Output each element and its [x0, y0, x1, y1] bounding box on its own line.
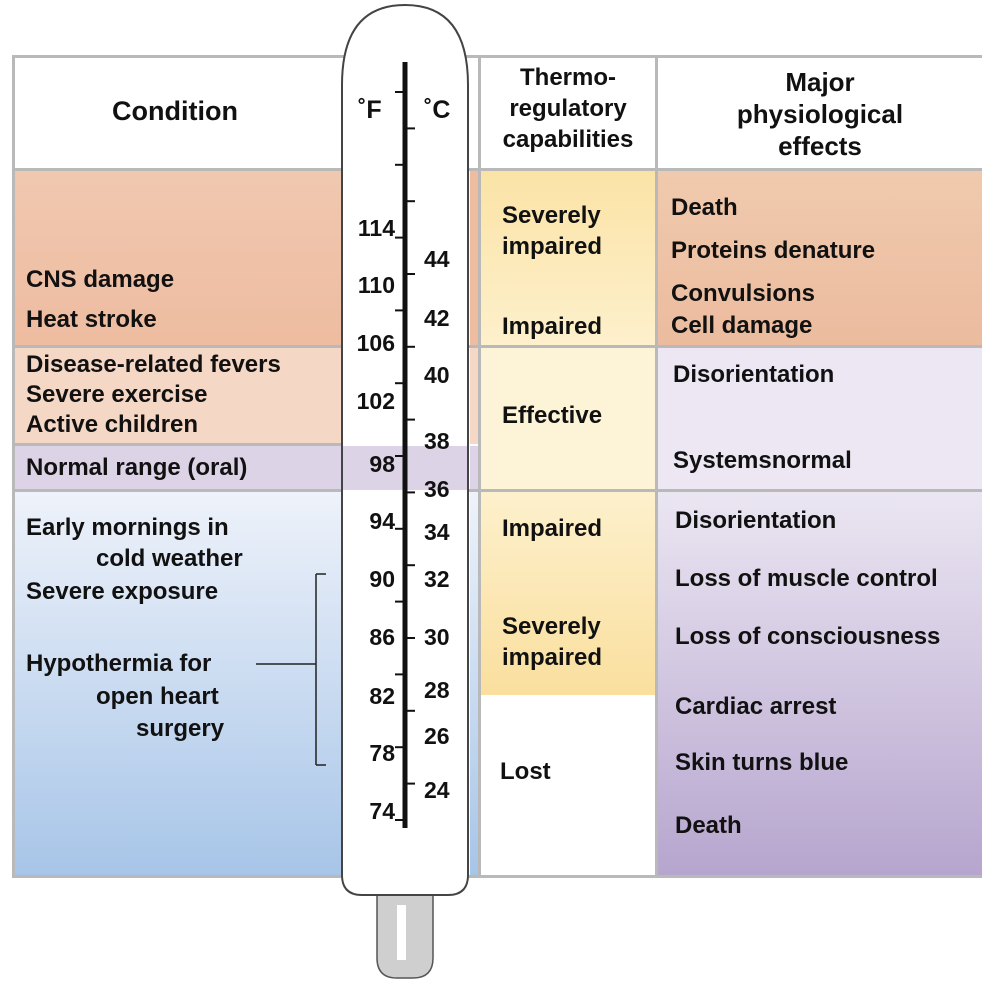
condition-normal-range: Normal range (oral)	[26, 453, 247, 483]
condition-early-mornings-2: cold weather	[96, 544, 243, 574]
fahrenheit-tick-label: 110	[358, 272, 395, 299]
effect-disorientation-top: Disorientation	[673, 360, 834, 390]
celsius-tick-label: 44	[424, 246, 450, 273]
table-bottom-rule	[12, 875, 982, 878]
effect-loss-consciousness: Loss of consciousness	[675, 622, 940, 652]
capability-severely-impaired-top-1: Severely	[502, 201, 601, 231]
effect-death-top: Death	[671, 193, 738, 223]
rule-normal-cold	[12, 489, 982, 492]
fahrenheit-tick-label: 94	[369, 508, 395, 535]
celsius-tick-label: 28	[424, 677, 450, 704]
rule-heat-fever	[12, 345, 982, 348]
capability-lost: Lost	[500, 757, 551, 787]
condition-hypothermia-1: Hypothermia for	[26, 649, 211, 679]
thermometer-scale-ticks	[320, 0, 490, 982]
condition-severe-exercise: Severe exercise	[26, 380, 208, 410]
celsius-tick-label: 26	[424, 723, 450, 750]
fahrenheit-tick-label: 78	[369, 740, 395, 767]
effect-death-bottom: Death	[675, 811, 742, 841]
hypothermia-bracket	[250, 560, 330, 780]
celsius-tick-label: 24	[424, 777, 450, 804]
fahrenheit-tick-label: 106	[357, 330, 395, 357]
effects-left-rule	[655, 55, 658, 878]
header-thermo-line-2: regulatory	[480, 93, 656, 124]
capability-impaired-top: Impaired	[502, 312, 602, 342]
header-thermo: Thermo- regulatory capabilities	[480, 62, 656, 155]
capability-severely-impaired-bottom-1: Severely	[502, 612, 601, 642]
rule-fever-normal	[12, 443, 342, 446]
header-thermo-line-1: Thermo-	[480, 62, 656, 93]
fahrenheit-tick-label: 90	[369, 566, 395, 593]
header-bottom-rule	[12, 168, 982, 171]
celsius-tick-label: 38	[424, 428, 450, 455]
condition-cns-damage: CNS damage	[26, 265, 174, 295]
fahrenheit-tick-label: 102	[357, 388, 395, 415]
fahrenheit-tick-label: 74	[369, 798, 395, 825]
capability-severely-impaired-top-2: impaired	[502, 232, 602, 262]
header-effects-line-2: physiological	[658, 98, 982, 130]
header-effects: Major physiological effects	[658, 66, 982, 162]
fahrenheit-unit-label: ˚F	[358, 96, 382, 125]
table-top-rule	[12, 55, 982, 58]
condition-active-children: Active children	[26, 410, 198, 440]
effect-cardiac-arrest: Cardiac arrest	[675, 692, 836, 722]
fahrenheit-tick-label: 86	[369, 624, 395, 651]
celsius-tick-label: 42	[424, 305, 450, 332]
fahrenheit-tick-label: 114	[358, 215, 395, 242]
effect-convulsions: Convulsions	[671, 279, 815, 309]
celsius-tick-label: 34	[424, 519, 450, 546]
effect-loss-muscle-control: Loss of muscle control	[675, 564, 938, 594]
capability-effective: Effective	[502, 401, 602, 431]
condition-early-mornings-1: Early mornings in	[26, 513, 229, 543]
capability-impaired-bottom: Impaired	[502, 514, 602, 544]
condition-severe-exposure: Severe exposure	[26, 577, 218, 607]
effect-skin-blue: Skin turns blue	[675, 748, 848, 778]
celsius-tick-label: 30	[424, 624, 450, 651]
celsius-tick-label: 40	[424, 362, 450, 389]
effect-systems-normal: Systemsnormal	[673, 446, 852, 476]
header-condition: Condition	[60, 96, 290, 127]
header-thermo-line-3: capabilities	[480, 124, 656, 155]
header-effects-line-1: Major	[658, 66, 982, 98]
effect-proteins-denature: Proteins denature	[671, 236, 875, 266]
fahrenheit-tick-label: 82	[369, 683, 395, 710]
celsius-unit-label: ˚C	[424, 96, 450, 125]
condition-fevers: Disease-related fevers	[26, 350, 281, 380]
header-effects-line-3: effects	[658, 130, 982, 162]
celsius-tick-label: 36	[424, 476, 450, 503]
effect-disorientation-bottom: Disorientation	[675, 506, 836, 536]
effect-cell-damage: Cell damage	[671, 311, 812, 341]
table-left-rule	[12, 55, 15, 878]
condition-hypothermia-3: surgery	[136, 714, 224, 744]
condition-heat-stroke: Heat stroke	[26, 305, 157, 335]
fahrenheit-tick-label: 98	[369, 451, 395, 478]
condition-hypothermia-2: open heart	[96, 682, 219, 712]
celsius-tick-label: 32	[424, 566, 450, 593]
capability-severely-impaired-bottom-2: impaired	[502, 643, 602, 673]
